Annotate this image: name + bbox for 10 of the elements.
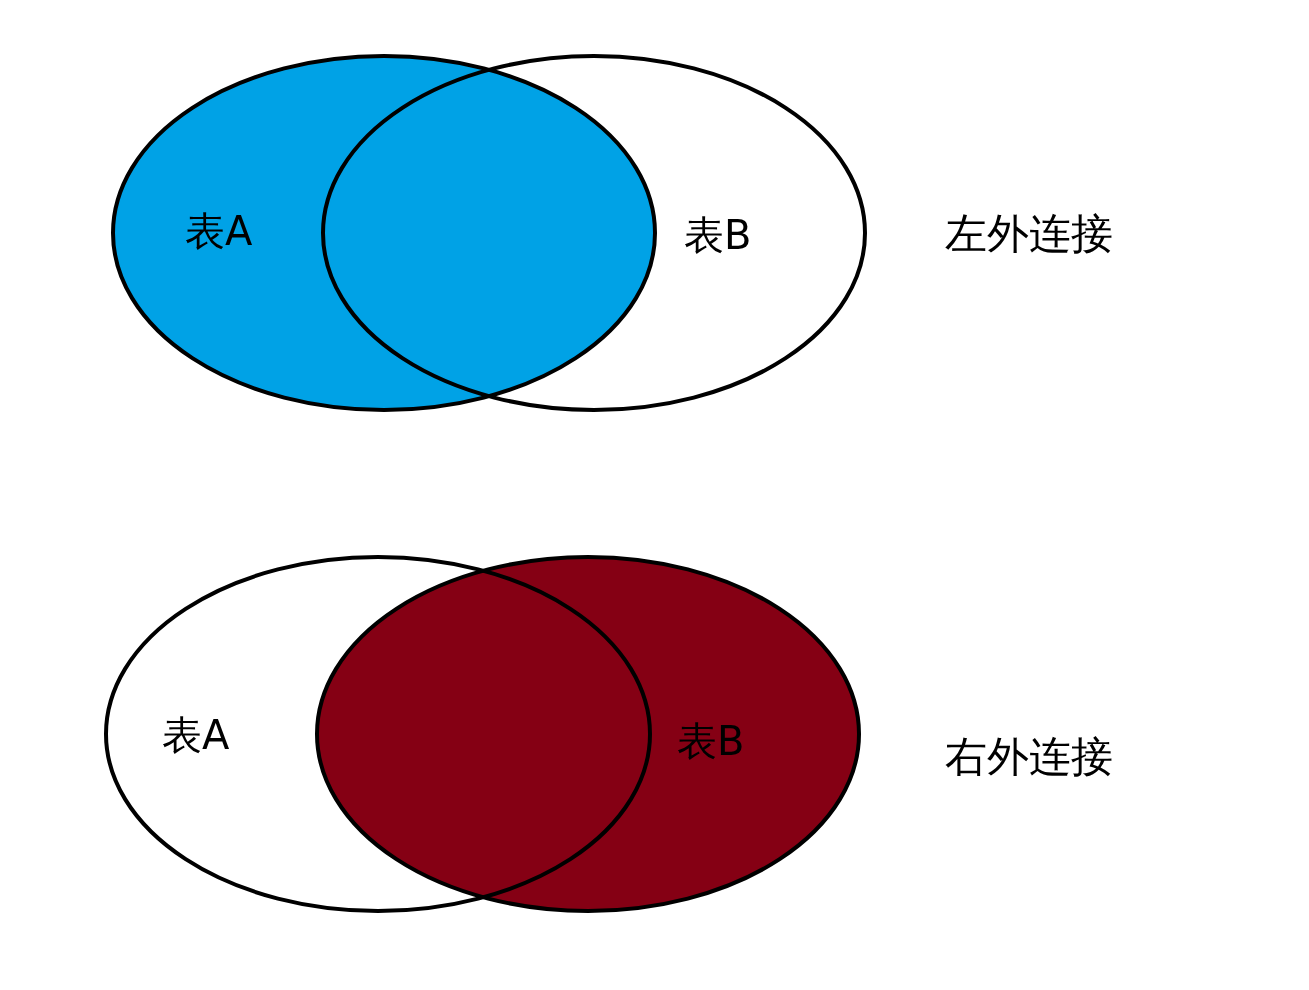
venn-ellipse [104,555,652,913]
venn-ellipse [315,555,861,913]
venn-ellipse [321,54,867,412]
set-label: 表B [684,212,752,258]
set-label: 表A [162,712,230,758]
join-type-label: 右外连接 [945,733,1113,781]
venn-ellipse [111,54,657,412]
join-type-label: 左外连接 [945,210,1113,258]
set-label: 表B [677,718,745,764]
set-label: 表A [185,208,253,254]
